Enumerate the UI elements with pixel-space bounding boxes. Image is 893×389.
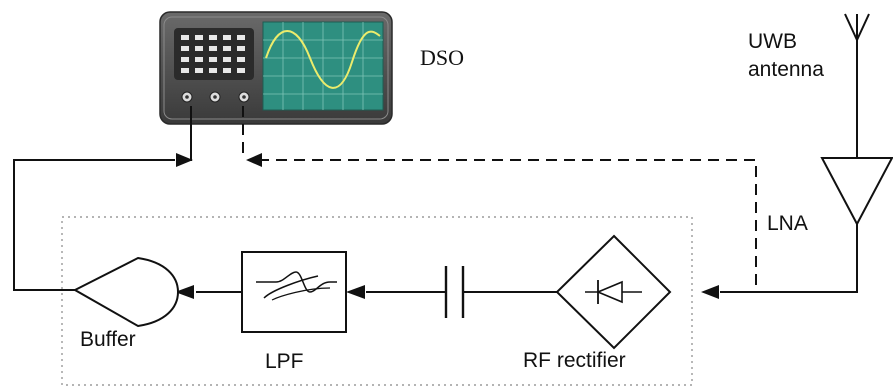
arrow-head: [246, 153, 262, 167]
amplifier-icon: [820, 157, 893, 227]
board-enclosure: [61, 216, 693, 386]
arrow-head: [175, 285, 194, 299]
rectifier-label: RF rectifier: [523, 349, 626, 372]
diode-rectifier-icon: [555, 234, 672, 350]
low-pass-filter-icon: [241, 251, 347, 333]
lna-label: LNA: [767, 212, 808, 235]
buffer-label: Buffer: [80, 328, 136, 351]
antenna-label-line1: UWB: [748, 30, 797, 53]
buffer-icon: [72, 256, 180, 328]
antenna-label-line2: antenna: [748, 58, 824, 81]
capacitor-icon: [444, 266, 465, 318]
arrow-head: [346, 285, 365, 299]
arrow-head: [701, 285, 719, 299]
antenna-icon: [844, 13, 870, 158]
arrow-head: [176, 153, 193, 167]
waveform-trace: [265, 30, 381, 89]
dso-label: DSO: [420, 45, 465, 70]
lpf-label: LPF: [265, 350, 304, 373]
oscilloscope-icon: [159, 11, 393, 125]
